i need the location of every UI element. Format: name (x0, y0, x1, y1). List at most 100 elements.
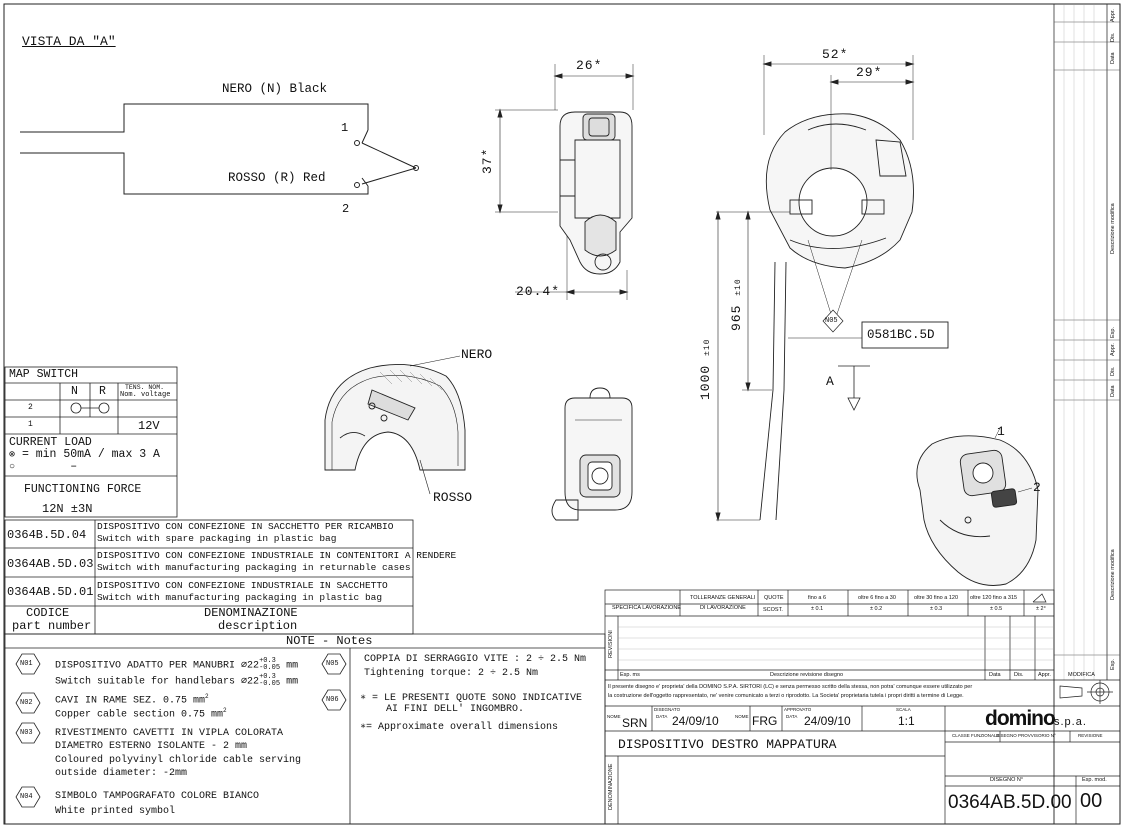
wire-black-label: NERO (N) Black (222, 82, 328, 96)
dim-26: 26* (576, 58, 603, 73)
iso-label-2: 2 (1033, 480, 1041, 495)
rm-data-top: Data (1110, 52, 1116, 64)
front-view (715, 55, 949, 522)
tb-data-1: DATA (656, 714, 668, 719)
dim-29: 29* (856, 65, 883, 80)
note-n04-it: SIMBOLO TAMPOGRAFATO COLORE BIANCO (55, 791, 260, 802)
view-arrow-a: A (826, 374, 834, 389)
note-tag-shapes (15, 653, 347, 808)
tb-drawing-number: 0364AB.5D.00 (948, 792, 1072, 813)
tb-denominazione-side: DENOMINAZIONE (608, 763, 614, 810)
note-n01-it: DISPOSITIVO ADATTO PER MANUBRI ∅22+0.3-0… (55, 657, 299, 672)
dim-20-4: 20.4* (516, 284, 561, 299)
tb-drawn-by: SRN (622, 716, 648, 730)
tb-toll-1: TOLLERANZE GENERALI (690, 595, 756, 601)
map-col-n: N (71, 385, 78, 398)
tb-approved-date: 24/09/10 (804, 714, 851, 728)
part-desc-it-3: DISPOSITIVO CON CONFEZIONE INDUSTRIALE I… (97, 580, 388, 591)
tb-toll-2: DI LAVORAZIONE (700, 605, 746, 611)
n05-tag: N05 (825, 317, 838, 325)
rm-desc-mod-top: Descrizione modifica (1110, 203, 1116, 254)
rm-desc-mod-bot: Descrizione modifica (1110, 549, 1116, 600)
note-n01-tag: N01 (20, 660, 33, 668)
rm-data-mid: Data (1110, 385, 1116, 397)
note-n03-tag: N03 (20, 729, 33, 737)
tb-esp-mod: Esp. mod. (1082, 777, 1107, 783)
note-n02-it: CAVI IN RAME SEZ. 0.75 mm2 (55, 693, 209, 707)
isometric-view (916, 427, 1039, 586)
tb-approved-by: FRG (752, 714, 778, 728)
tb-tol-4: ± 0.5 (990, 606, 1003, 612)
map-row-2: 2 (28, 403, 33, 412)
note-n02-en: Copper cable section 0.75 mm2 (55, 707, 227, 721)
tb-rev-desc: Descrizione revisione disegno (770, 672, 844, 678)
dim-965: 965 ±10 (729, 278, 744, 331)
map-switch-table (4, 366, 178, 518)
section-view (324, 355, 466, 495)
note-n01-en: Switch suitable for handlebars ∅22+0.3-0… (55, 673, 299, 688)
note-n06-it-l1: ∗ = LE PRESENTI QUOTE SONO INDICATIVE (360, 693, 583, 704)
bottom-view (551, 387, 633, 521)
title-block-lines (604, 589, 1121, 825)
functioning-force-title: FUNCTIONING FORCE (24, 483, 142, 496)
parts-table-lines (4, 519, 414, 635)
iso-label-1: 1 (997, 424, 1005, 439)
note-n06-tag: N06 (326, 696, 339, 704)
section-label-rosso: ROSSO (433, 490, 473, 505)
header-desc-en: description (218, 619, 298, 633)
tb-dis-provv: DISEGNO PROVVISORIO N° (996, 733, 1056, 738)
tb-esp-ms: Esp. ms (620, 672, 640, 678)
dim-1000: 1000 ±10 (698, 338, 713, 400)
wire-red-label: ROSSO (R) Red (228, 171, 326, 185)
tb-appr: Appr. (1038, 672, 1051, 678)
tb-revisioni-side: REVISIONI (608, 630, 614, 658)
current-load-range: ⊗ = min 50mA / max 3 A (9, 448, 160, 461)
tb-data: Data (989, 672, 1001, 678)
note-n04-en: White printed symbol (55, 806, 176, 817)
map-voltage-value: 12V (138, 419, 160, 433)
side-view (495, 64, 635, 300)
tb-classe: CLASSE FUNZIONALE (952, 733, 1000, 738)
tb-nome-2: NOME (735, 714, 749, 719)
tb-scale: 1:1 (898, 714, 915, 728)
rm-esp-top: Esp. (1110, 326, 1116, 338)
wiring-schematic (20, 103, 419, 195)
map-row-1: 1 (28, 420, 33, 429)
part-desc-en-3: Switch with manufacturing packaging in p… (97, 592, 383, 603)
part-code-3: 0364AB.5D.01 (7, 585, 94, 599)
note-n06-en: ∗= Approximate overall dimensions (360, 722, 559, 733)
tb-range-1: fino a 6 (808, 595, 827, 601)
rm-appr-top: Appr. (1110, 9, 1116, 22)
tb-tol-1: ± 0.1 (811, 606, 824, 612)
note-n02-tag: N02 (20, 699, 33, 707)
notes-title: NOTE - Notes (286, 634, 373, 648)
rm-appr-mid: Appr. (1110, 343, 1116, 356)
tb-drawing-revision: 00 (1080, 790, 1103, 812)
tb-modifica: MODIFICA (1068, 672, 1095, 678)
part-desc-it-1: DISPOSITIVO CON CONFEZIONE IN SACCHETTO … (97, 521, 394, 532)
tb-revisione: REVISIONE (1078, 733, 1103, 738)
part-desc-it-2: DISPOSITIVO CON CONFEZIONE INDUSTRIALE I… (97, 550, 457, 561)
current-load-off: ○ – (9, 460, 78, 473)
tb-approvato: APPROVATO (784, 707, 812, 712)
dim-37: 37* (480, 147, 495, 174)
brand-logo: domino (985, 707, 1056, 730)
dim-52: 52* (822, 47, 849, 62)
map-switch-title: MAP SWITCH (9, 368, 79, 381)
note-n05-it: COPPIA DI SERRAGGIO VITE : 2 ÷ 2.5 Nm (364, 654, 587, 665)
note-n06-it-l2: AI FINI DELL' INGOMBRO. (386, 704, 525, 715)
tb-legal-2: la costruzione dell'oggetto rappresentat… (608, 693, 964, 699)
tb-scost: SCOST. (763, 607, 783, 613)
tb-range-4: oltre 120 fino a 315 (970, 595, 1018, 601)
map-col-voltage-en: Nom. voltage (120, 391, 171, 399)
part-desc-en-2: Switch with manufacturing packaging in r… (97, 562, 411, 573)
tb-drawn-date: 24/09/10 (672, 714, 719, 728)
current-load-title: CURRENT LOAD (9, 436, 92, 449)
note-n03-l3: Coloured polyvinyl chloride cable servin… (55, 755, 302, 766)
map-col-voltage-it: TENS. NOM. (125, 384, 165, 391)
note-n05-en: Tightening torque: 2 ÷ 2.5 Nm (364, 668, 539, 679)
part-desc-en-1: Switch with spare packaging in plastic b… (97, 533, 337, 544)
tb-data-2: DATA (786, 714, 798, 719)
tb-drawing-title: DISPOSITIVO DESTRO MAPPATURA (618, 737, 837, 752)
